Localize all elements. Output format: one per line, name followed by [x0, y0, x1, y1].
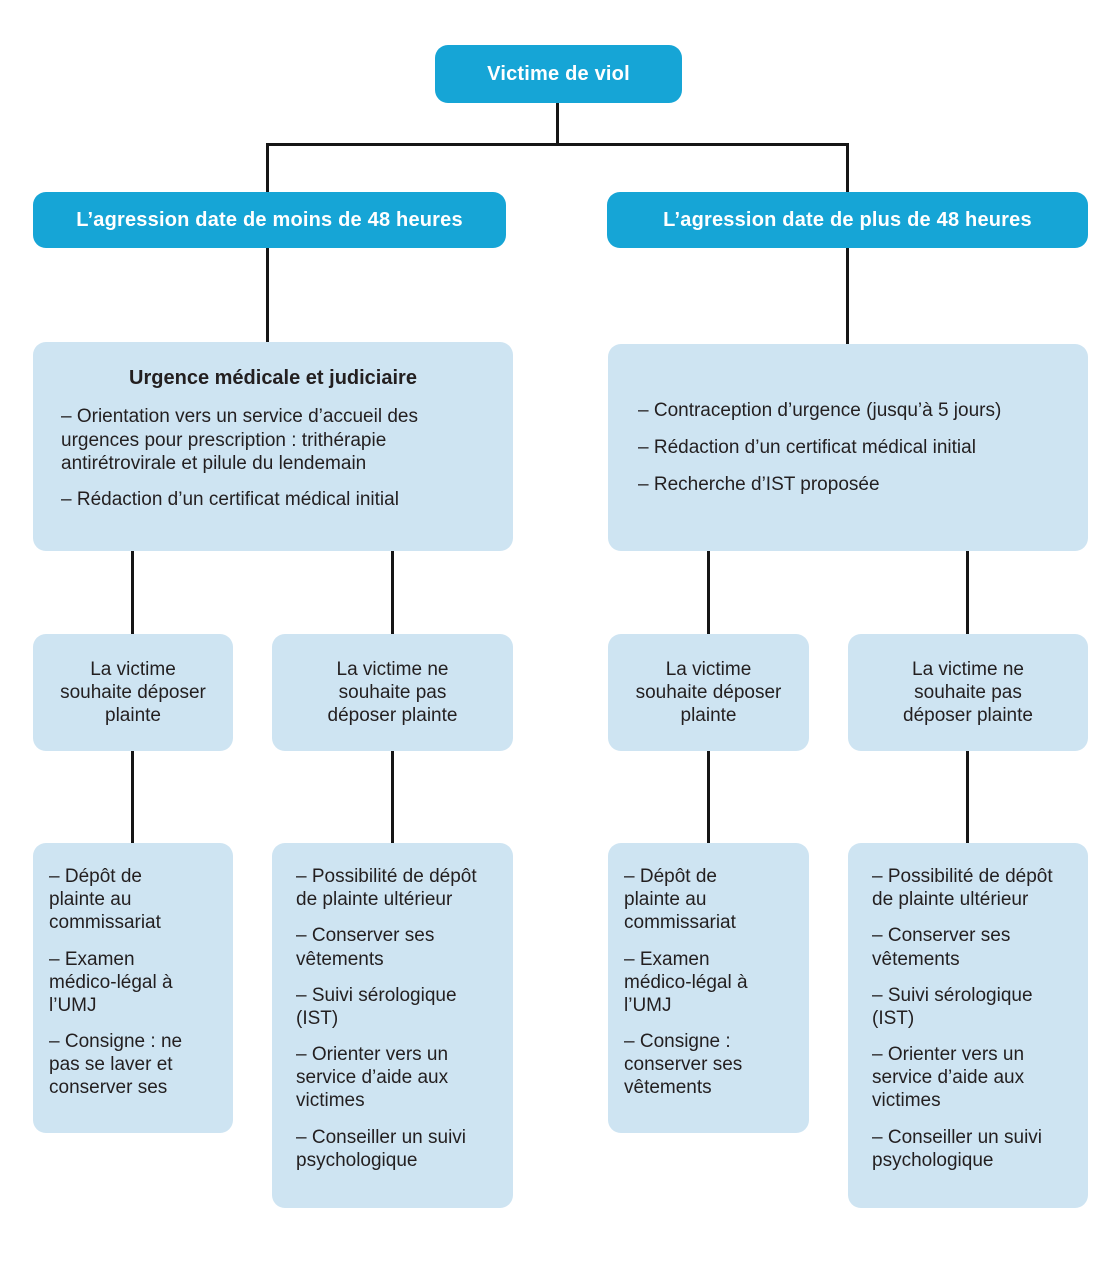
node-root-label: Victime de viol	[487, 62, 630, 85]
detail-item: – Recherche d’IST proposée	[638, 474, 880, 496]
detail-item: – Rédaction d’un certificat médical init…	[638, 436, 976, 458]
choice-label: La victime ne souhaite pas déposer plain…	[903, 658, 1033, 727]
node-outcome-right-plainte: – Dépôt de plainte au commissariat – Exa…	[608, 843, 809, 1133]
connector-right-header-detail	[846, 248, 849, 344]
node-outcome-left-plainte: – Dépôt de plainte au commissariat – Exa…	[33, 843, 233, 1133]
outcome-item: – Conserver ses vêtements	[872, 925, 1011, 970]
node-choice-right-pas-plainte: La victime ne souhaite pas déposer plain…	[848, 634, 1088, 751]
choice-label: La victime souhaite déposer plainte	[60, 658, 206, 727]
connector-crossbar-right-header	[846, 143, 849, 192]
node-detail-plus-48h: – Contraception d’urgence (jusqu’à 5 jou…	[608, 344, 1088, 551]
node-outcome-right-pas-plainte: – Possibilité de dépôt de plainte ultéri…	[848, 843, 1088, 1208]
choice-label: La victime souhaite déposer plainte	[635, 658, 782, 727]
connector-right-detail-choice2	[966, 551, 969, 634]
node-root: Victime de viol	[435, 45, 682, 103]
outcome-item: – Possibilité de dépôt de plainte ultéri…	[872, 866, 1053, 911]
connector-left-choice2-outcome	[391, 751, 394, 843]
connector-root-stem	[556, 103, 559, 143]
outcome-item: – Conserver ses vêtements	[296, 925, 435, 970]
connector-left-choice1-outcome	[131, 751, 134, 843]
detail-item: – Contraception d’urgence (jusqu’à 5 jou…	[638, 399, 1002, 421]
node-header-moins-48h: L’agression date de moins de 48 heures	[33, 192, 506, 248]
outcome-item: – Dépôt de plainte au commissariat	[624, 866, 736, 934]
outcome-item: – Examen médico-légal à l’UMJ	[624, 948, 748, 1016]
node-header-moins-48h-label: L’agression date de moins de 48 heures	[76, 208, 463, 231]
outcome-item: – Examen médico-légal à l’UMJ	[49, 948, 173, 1016]
connector-crossbar-left-header	[266, 143, 269, 192]
connector-right-detail-choice1	[707, 551, 710, 634]
connector-right-choice1-outcome	[707, 751, 710, 843]
outcome-item: – Possibilité de dépôt de plainte ultéri…	[296, 866, 477, 911]
outcome-item: – Conseiller un suivi psychologique	[872, 1126, 1043, 1171]
outcome-item: – Consigne : ne pas se laver et conserve…	[49, 1031, 183, 1099]
outcome-item: – Conseiller un suivi psychologique	[296, 1126, 467, 1171]
node-outcome-left-pas-plainte: – Possibilité de dépôt de plainte ultéri…	[272, 843, 513, 1208]
outcome-item: – Orienter vers un service d’aide aux vi…	[872, 1044, 1025, 1112]
node-choice-right-plainte: La victime souhaite déposer plainte	[608, 634, 809, 751]
node-header-plus-48h: L’agression date de plus de 48 heures	[607, 192, 1088, 248]
connector-left-detail-choice1	[131, 551, 134, 634]
node-choice-left-plainte: La victime souhaite déposer plainte	[33, 634, 233, 751]
node-detail-urgence-title: Urgence médicale et judiciaire	[129, 367, 417, 389]
outcome-item: – Dépôt de plainte au commissariat	[49, 866, 161, 934]
node-detail-urgence: Urgence médicale et judiciaire – Orienta…	[33, 342, 513, 551]
outcome-item: – Suivi sérologique (IST)	[296, 984, 457, 1029]
outcome-item: – Orienter vers un service d’aide aux vi…	[296, 1044, 449, 1112]
connector-root-crossbar	[266, 143, 849, 146]
detail-item: – Rédaction d’un certificat médical init…	[61, 488, 399, 510]
node-header-plus-48h-label: L’agression date de plus de 48 heures	[663, 208, 1032, 231]
outcome-item: – Consigne : conserver ses vêtements	[624, 1031, 743, 1099]
connector-left-detail-choice2	[391, 551, 394, 634]
detail-item: – Orientation vers un service d’accueil …	[61, 406, 418, 474]
connector-right-choice2-outcome	[966, 751, 969, 843]
choice-label: La victime ne souhaite pas déposer plain…	[327, 658, 458, 727]
connector-left-header-detail	[266, 248, 269, 342]
outcome-item: – Suivi sérologique (IST)	[872, 984, 1033, 1029]
node-choice-left-pas-plainte: La victime ne souhaite pas déposer plain…	[272, 634, 513, 751]
